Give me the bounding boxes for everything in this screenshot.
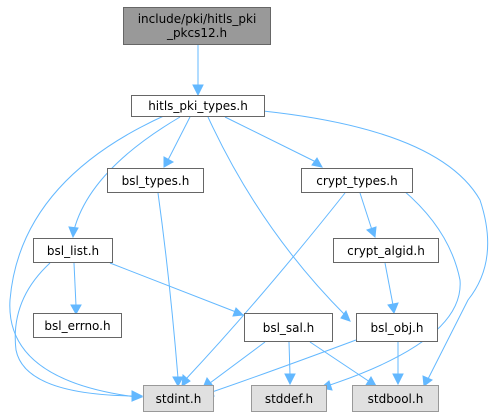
node-bsl-obj[interactable]: bsl_obj.h bbox=[356, 313, 438, 342]
node-pkcs12[interactable]: include/pki/hitls_pki _pkcs12.h bbox=[123, 7, 271, 45]
node-pki-types[interactable]: hitls_pki_types.h bbox=[131, 95, 265, 117]
edge-pki_types-to-bsl_obj bbox=[207, 116, 347, 317]
node-label: bsl_errno.h bbox=[44, 318, 111, 333]
edge-pki_types-to-crypt_types bbox=[224, 116, 317, 163]
edge-bsl_sal-to-stdbool bbox=[309, 341, 371, 383]
node-label: bsl_sal.h bbox=[262, 320, 315, 335]
arrowhead bbox=[387, 302, 399, 315]
edge-pki_types-to-bsl_types bbox=[167, 116, 191, 161]
arrowhead bbox=[284, 373, 296, 386]
arrowhead bbox=[232, 307, 245, 317]
arrowhead bbox=[192, 84, 204, 97]
arrowhead bbox=[70, 304, 82, 316]
edge-bsl_sal-to-stdint bbox=[209, 341, 266, 384]
edge-pki_types-to-stdint bbox=[9, 113, 169, 398]
node-crypt-types[interactable]: crypt_types.h bbox=[301, 168, 413, 193]
node-label: stdbool.h bbox=[367, 391, 424, 406]
arrowhead bbox=[131, 390, 144, 402]
node-crypt-algid[interactable]: crypt_algid.h bbox=[333, 238, 439, 263]
edge-bsl_list-to-bsl_errno bbox=[73, 262, 77, 307]
node-label: include/pki/hitls_pki _pkcs12.h bbox=[137, 12, 257, 40]
node-stdbool[interactable]: stdbool.h bbox=[352, 385, 439, 412]
node-bsl-errno[interactable]: bsl_errno.h bbox=[33, 313, 122, 338]
edge-bsl_list-to-bsl_sal bbox=[109, 262, 237, 313]
edge-pki_types-to-stdbool bbox=[262, 110, 489, 380]
edge-crypt_types-to-stdint bbox=[185, 192, 346, 380]
node-label: stdint.h bbox=[155, 391, 202, 406]
node-label: bsl_obj.h bbox=[370, 320, 424, 335]
edge-crypt_algid-to-bsl_obj bbox=[384, 262, 394, 306]
node-label: hitls_pki_types.h bbox=[148, 99, 248, 113]
node-bsl-list[interactable]: bsl_list.h bbox=[33, 238, 113, 263]
node-label: bsl_types.h bbox=[121, 173, 190, 188]
node-stddef[interactable]: stddef.h bbox=[251, 385, 327, 412]
arrowhead bbox=[422, 375, 433, 387]
arrowhead bbox=[311, 157, 323, 168]
edge-bsl_sal-to-stddef bbox=[288, 341, 291, 376]
arrowhead bbox=[392, 373, 404, 386]
node-bsl-sal[interactable]: bsl_sal.h bbox=[244, 313, 333, 342]
arrowhead bbox=[68, 226, 79, 239]
arrowhead bbox=[340, 309, 351, 322]
node-label: bsl_list.h bbox=[46, 243, 100, 258]
node-stdint[interactable]: stdint.h bbox=[143, 385, 214, 412]
node-label: stddef.h bbox=[264, 391, 314, 406]
edge-bsl_list-to-stdint bbox=[14, 262, 137, 397]
edge-crypt_types-to-stddef bbox=[326, 189, 461, 387]
edge-bsl_types-to-stdint bbox=[157, 192, 179, 379]
arrowhead bbox=[163, 156, 175, 168]
node-label: crypt_algid.h bbox=[347, 243, 425, 258]
node-bsl-types[interactable]: bsl_types.h bbox=[107, 168, 204, 193]
edge-crypt_types-to-crypt_algid bbox=[359, 192, 373, 231]
edge-bsl_obj-to-stdint bbox=[211, 339, 357, 393]
arrowhead bbox=[172, 376, 184, 388]
arrowhead bbox=[366, 226, 377, 239]
node-label: crypt_types.h bbox=[316, 173, 398, 188]
arrowhead bbox=[181, 373, 191, 387]
